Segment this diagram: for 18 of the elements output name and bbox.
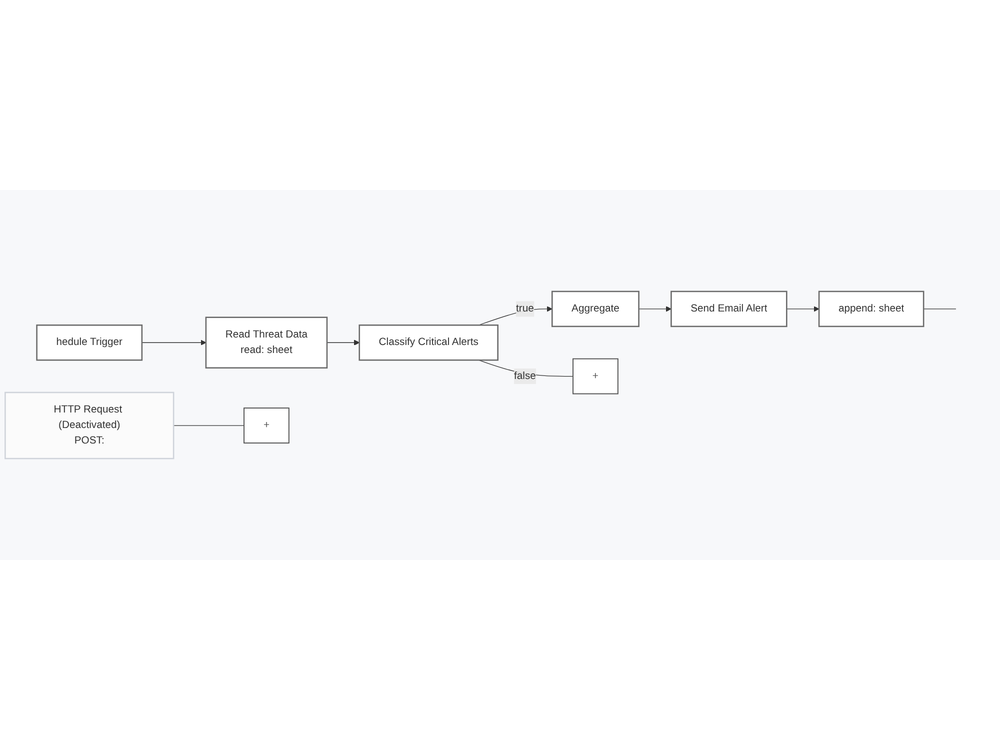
node-box: Classify Critical Alerts xyxy=(358,324,498,361)
node-box: Aggregate xyxy=(551,290,640,328)
arrow xyxy=(478,306,552,326)
edge-label: true xyxy=(516,303,534,314)
node-box: hedule Trigger xyxy=(36,324,143,361)
arrow xyxy=(142,340,206,346)
arrow xyxy=(638,306,672,312)
node-box: HTTP Request (Deactivated) POST: xyxy=(4,392,174,460)
connector xyxy=(923,308,956,310)
connector xyxy=(173,425,244,426)
node-box: + xyxy=(572,358,618,394)
arrow xyxy=(326,340,360,346)
node-box: + xyxy=(244,408,290,444)
arrow xyxy=(786,306,820,312)
edge-label: false xyxy=(514,370,536,382)
node-box: Send Email Alert xyxy=(670,290,788,328)
node-box: Read Threat Data read: sheet xyxy=(205,316,328,369)
node-box: append: sheet xyxy=(818,290,924,328)
